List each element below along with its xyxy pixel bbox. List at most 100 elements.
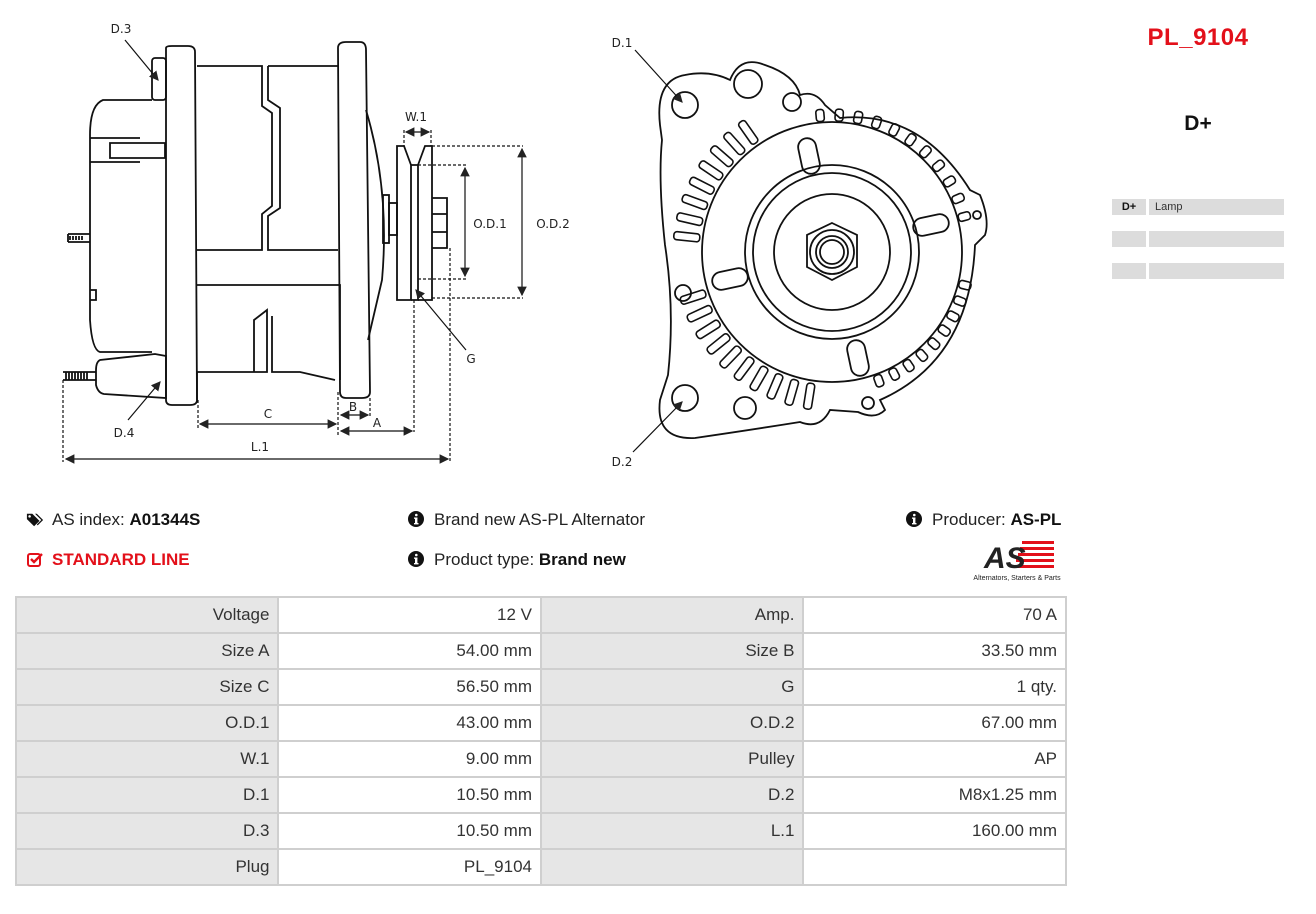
- alternator-front-view-drawing: D.1 D.2: [612, 36, 988, 469]
- pinout-row: [1112, 263, 1284, 279]
- spec-label: Amp.: [539, 596, 805, 634]
- terminal-title: D+: [1184, 112, 1212, 135]
- spec-value: M8x1.25 mm: [802, 776, 1067, 814]
- vent-slot: [852, 110, 864, 125]
- spec-label: Pulley: [539, 740, 805, 778]
- vent-slot: [784, 378, 800, 407]
- vent-slot: [709, 145, 734, 168]
- spec-label: [539, 848, 805, 886]
- spec-value: 12 V: [277, 596, 542, 634]
- info-circle-icon: [408, 551, 426, 569]
- spec-value: 160.00 mm: [802, 812, 1067, 850]
- vent-slot: [915, 348, 929, 363]
- vent-slot: [815, 108, 826, 123]
- pin-function: Lamp: [1149, 199, 1284, 215]
- as-pl-logo: AS Alternators, Starters & Parts: [973, 541, 1061, 582]
- spec-label: G: [539, 668, 805, 706]
- spec-label: D.2: [539, 776, 805, 814]
- spec-value: [802, 848, 1067, 886]
- tags-icon: [26, 511, 44, 529]
- info-circle-icon: [408, 511, 426, 529]
- vent-slot: [888, 123, 901, 137]
- vent-slot: [927, 337, 941, 351]
- vent-slot: [870, 115, 883, 130]
- label-od2: O.D.2: [536, 217, 569, 231]
- description-text: Brand new AS-PL Alternator: [434, 510, 646, 529]
- label-a: A: [373, 416, 382, 430]
- producer-value: AS-PL: [1010, 510, 1062, 529]
- spec-value: 33.50 mm: [802, 632, 1067, 670]
- part-code-title: PL_9104: [1147, 24, 1249, 51]
- label-d4: D.4: [114, 426, 135, 440]
- label-l1: L.1: [251, 440, 269, 454]
- vent-slot: [723, 131, 746, 156]
- vent-slot: [681, 193, 709, 211]
- spec-label: O.D.2: [539, 704, 805, 742]
- vent-slot: [952, 295, 967, 307]
- vent-slot: [951, 192, 966, 205]
- spec-label: D.3: [14, 812, 280, 850]
- vent-slot: [802, 382, 816, 411]
- spec-value: PL_9104: [277, 848, 542, 886]
- spec-value: 54.00 mm: [277, 632, 542, 670]
- producer-label: Producer:: [932, 510, 1006, 529]
- vent-slot: [834, 108, 845, 123]
- rear-cover: [89, 99, 152, 353]
- vent-slot: [888, 367, 901, 381]
- pin-function: [1149, 263, 1284, 279]
- spec-label: L.1: [539, 812, 805, 850]
- vent-slot: [873, 373, 885, 388]
- vent-slots: [672, 108, 972, 411]
- label-c: C: [264, 407, 272, 421]
- spec-label: W.1: [14, 740, 280, 778]
- d2-hole: [671, 384, 699, 412]
- product-type-value: Brand new: [538, 550, 626, 569]
- spec-value: 56.50 mm: [277, 668, 542, 706]
- housing-outline: [658, 61, 988, 439]
- shaft-nut: [806, 222, 858, 282]
- checkbox-checked-icon: [26, 551, 44, 569]
- label-b: B: [349, 400, 357, 414]
- spec-label: Voltage: [14, 596, 280, 634]
- label-g: G: [466, 352, 475, 366]
- vent-slot: [686, 304, 713, 323]
- vent-slot: [675, 212, 704, 227]
- pin-name: [1112, 231, 1146, 247]
- spec-label: D.1: [14, 776, 280, 814]
- description: Brand new AS-PL Alternator: [408, 510, 645, 530]
- vent-slot: [766, 372, 784, 400]
- vent-slot: [695, 319, 721, 340]
- pin-function: [1149, 231, 1284, 247]
- spec-label: Plug: [14, 848, 280, 886]
- vent-slot: [957, 210, 972, 223]
- logo-mark: AS: [983, 542, 1026, 575]
- vent-slot: [937, 324, 952, 337]
- spec-label: O.D.1: [14, 704, 280, 742]
- pinout-row: D+ Lamp: [1112, 199, 1284, 215]
- d1-hole: [671, 91, 699, 119]
- spec-label: Size A: [14, 632, 280, 670]
- product-line-label: STANDARD LINE: [52, 550, 190, 569]
- vent-slot: [737, 119, 759, 145]
- vent-slot: [946, 310, 960, 323]
- spec-value: 10.50 mm: [277, 776, 542, 814]
- spec-label: Size C: [14, 668, 280, 706]
- vent-slot: [918, 145, 933, 159]
- product-line: STANDARD LINE: [26, 550, 190, 570]
- spec-value: 1 qty.: [802, 668, 1067, 706]
- vent-slot: [902, 358, 915, 373]
- vent-slot: [733, 356, 755, 381]
- vent-slot: [942, 175, 957, 188]
- vent-slot: [904, 132, 917, 147]
- spec-value: 9.00 mm: [277, 740, 542, 778]
- info-circle-icon: [906, 511, 924, 529]
- producer: Producer: AS-PL: [906, 510, 1061, 530]
- product-type-label: Product type:: [434, 550, 535, 569]
- label-d2: D.2: [612, 455, 633, 469]
